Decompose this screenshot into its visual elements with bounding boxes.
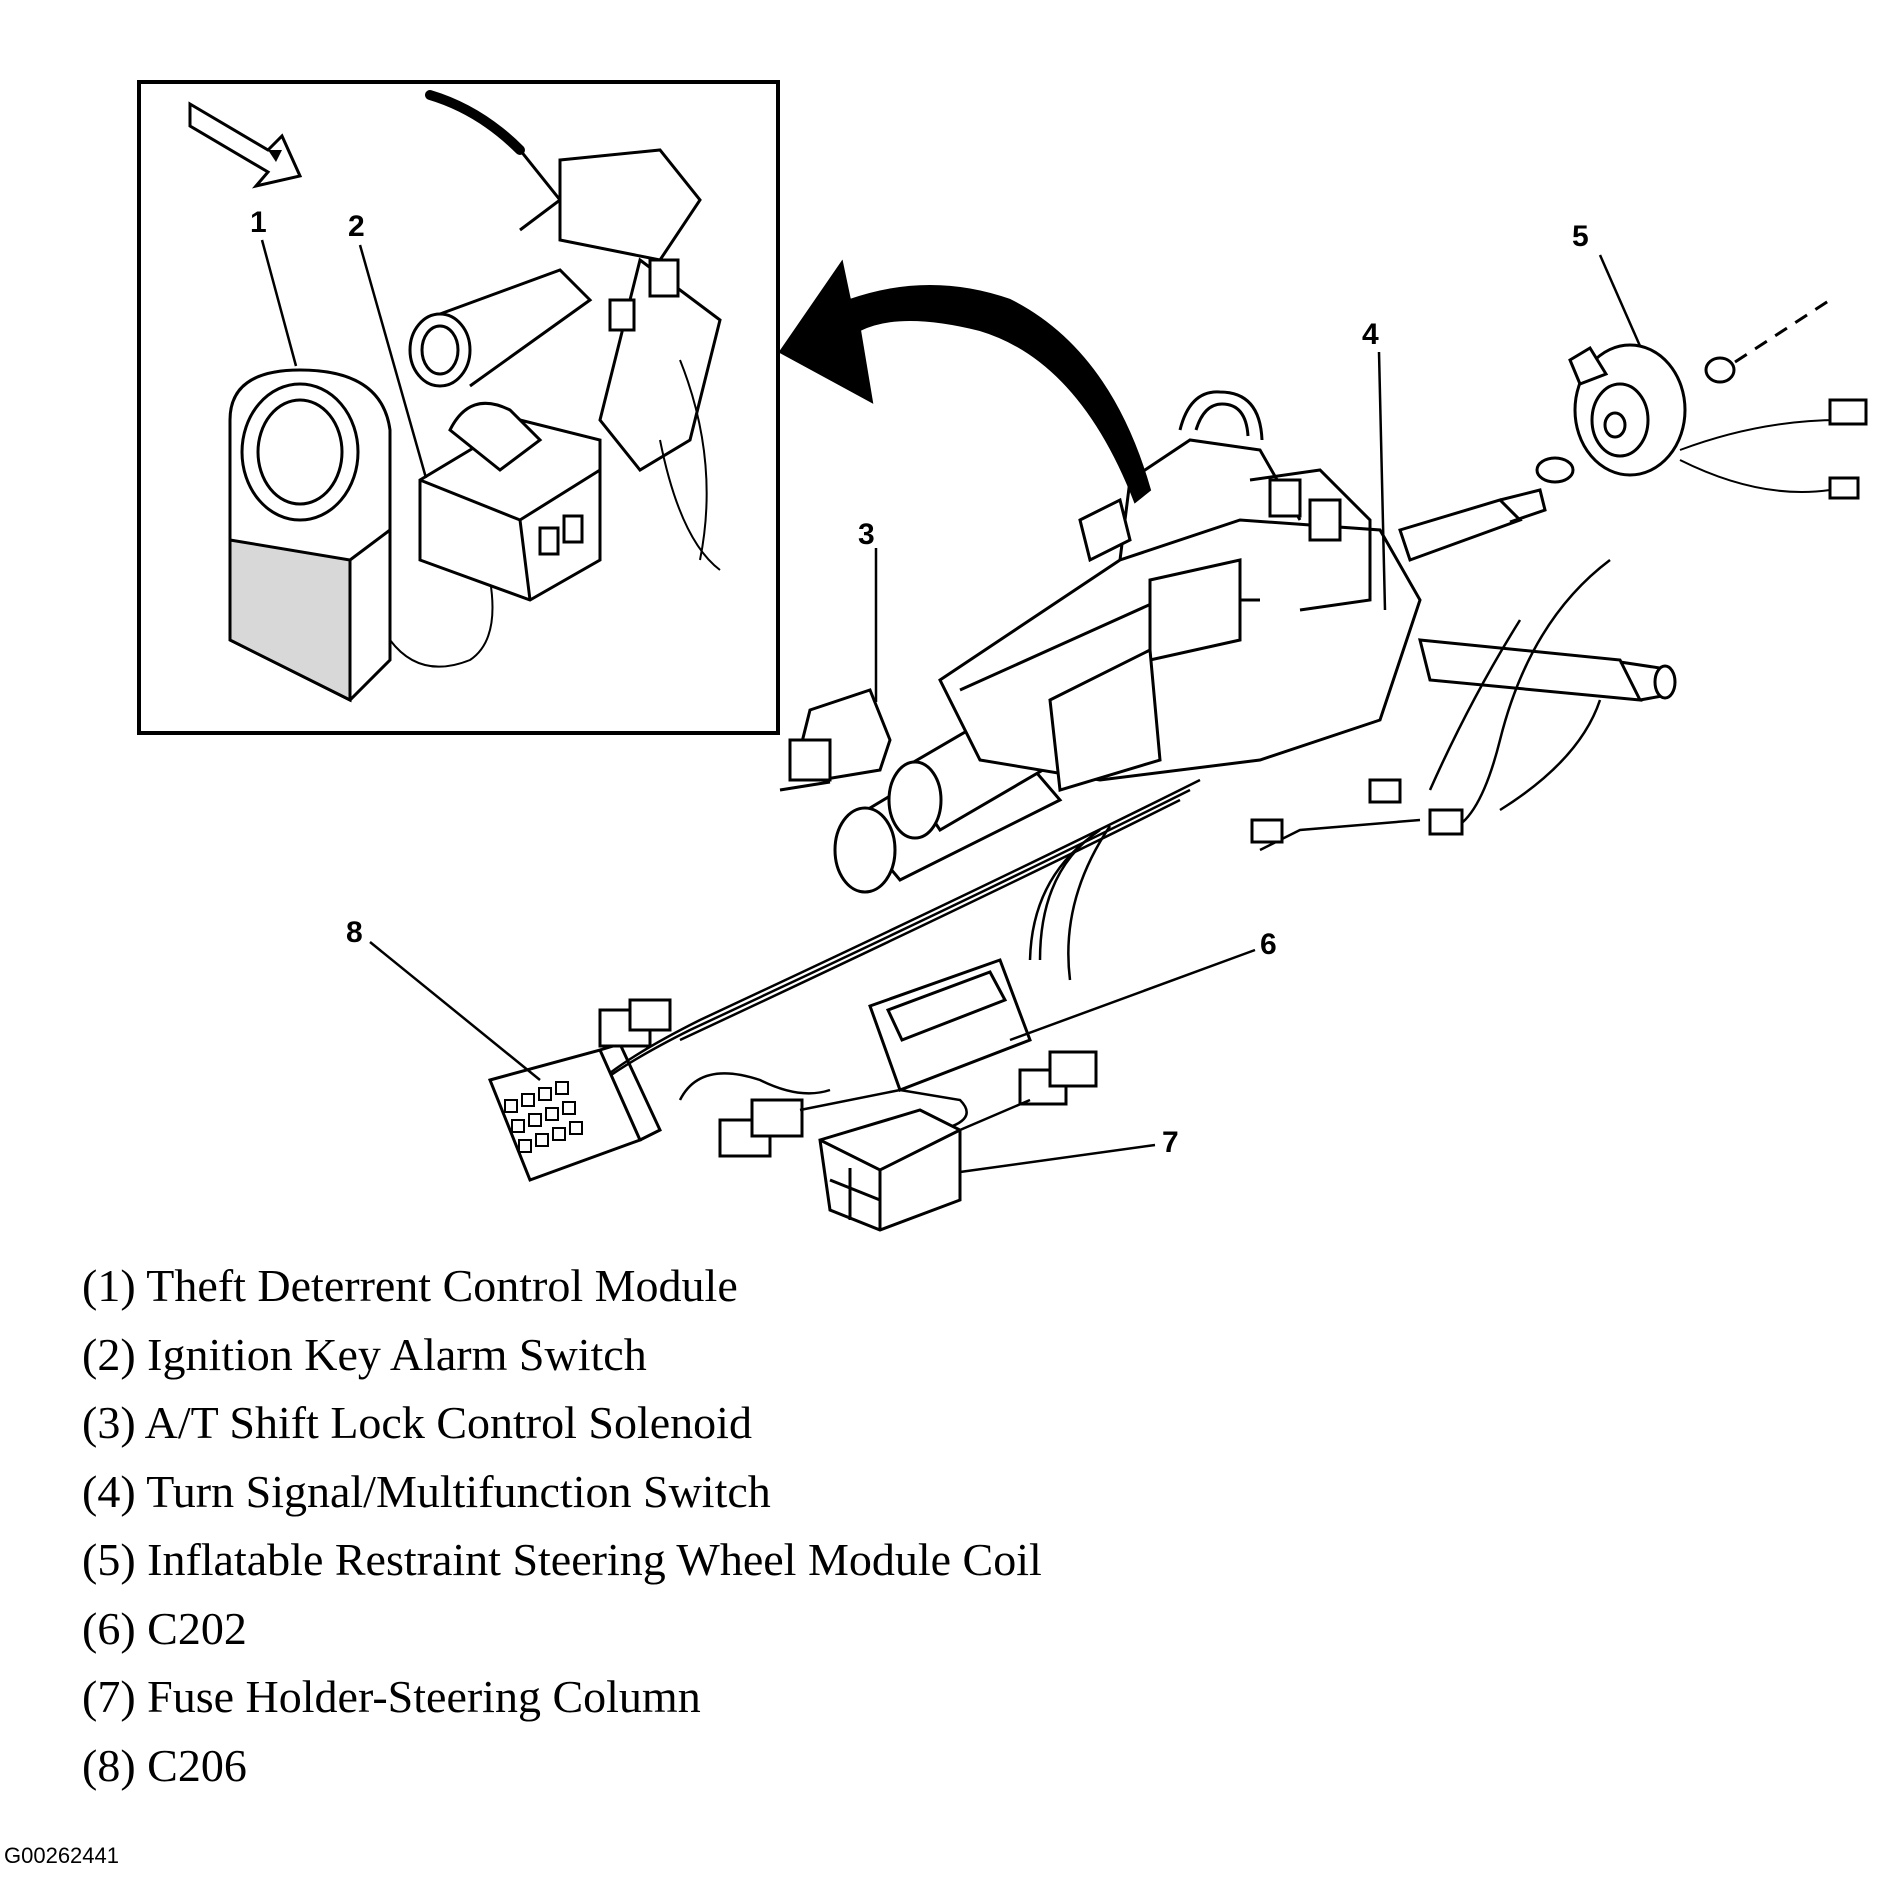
callout-1: 1 bbox=[250, 206, 267, 239]
legend-item: (4) Turn Signal/Multifunction Switch bbox=[82, 1465, 771, 1517]
legend-item: (8) C206 bbox=[82, 1739, 247, 1791]
component-legend: (1) Theft Deterrent Control Module (2) I… bbox=[82, 1252, 1042, 1800]
curved-arrow-icon bbox=[778, 259, 1152, 504]
direction-arrow-icon bbox=[188, 101, 303, 189]
leader-line-1 bbox=[260, 239, 298, 367]
legend-item: (7) Fuse Holder-Steering Column bbox=[82, 1671, 701, 1722]
ignition-key-alarm-switch-illustration bbox=[408, 90, 722, 602]
theft-deterrent-module-illustration bbox=[228, 368, 494, 703]
steering-column-illustration bbox=[369, 254, 1868, 1232]
leader-line-7 bbox=[959, 1143, 1156, 1174]
legend-item: (2) Ignition Key Alarm Switch bbox=[82, 1328, 647, 1380]
leader-line-8 bbox=[369, 941, 541, 1081]
legend-item: (1) Theft Deterrent Control Module bbox=[82, 1260, 738, 1311]
leader-line-4 bbox=[1377, 351, 1387, 611]
leader-line-5 bbox=[1598, 254, 1642, 347]
figure-id: G00262441 bbox=[4, 1843, 119, 1868]
inset-detail-view bbox=[137, 80, 780, 735]
callout-5: 5 bbox=[1572, 220, 1589, 253]
legend-item: (6) C202 bbox=[82, 1602, 247, 1654]
inset-frame bbox=[137, 80, 780, 735]
leader-line-2 bbox=[358, 244, 428, 479]
callout-3: 3 bbox=[858, 518, 875, 551]
callout-2: 2 bbox=[348, 210, 365, 243]
callout-6: 6 bbox=[1260, 928, 1277, 961]
callout-7: 7 bbox=[1162, 1126, 1179, 1159]
callout-4: 4 bbox=[1362, 318, 1379, 351]
legend-item: (5) Inflatable Restraint Steering Wheel … bbox=[82, 1534, 1042, 1585]
callout-8: 8 bbox=[346, 916, 363, 949]
legend-item: (3) A/T Shift Lock Control Solenoid bbox=[82, 1397, 752, 1448]
leader-line-6 bbox=[1009, 948, 1256, 1042]
